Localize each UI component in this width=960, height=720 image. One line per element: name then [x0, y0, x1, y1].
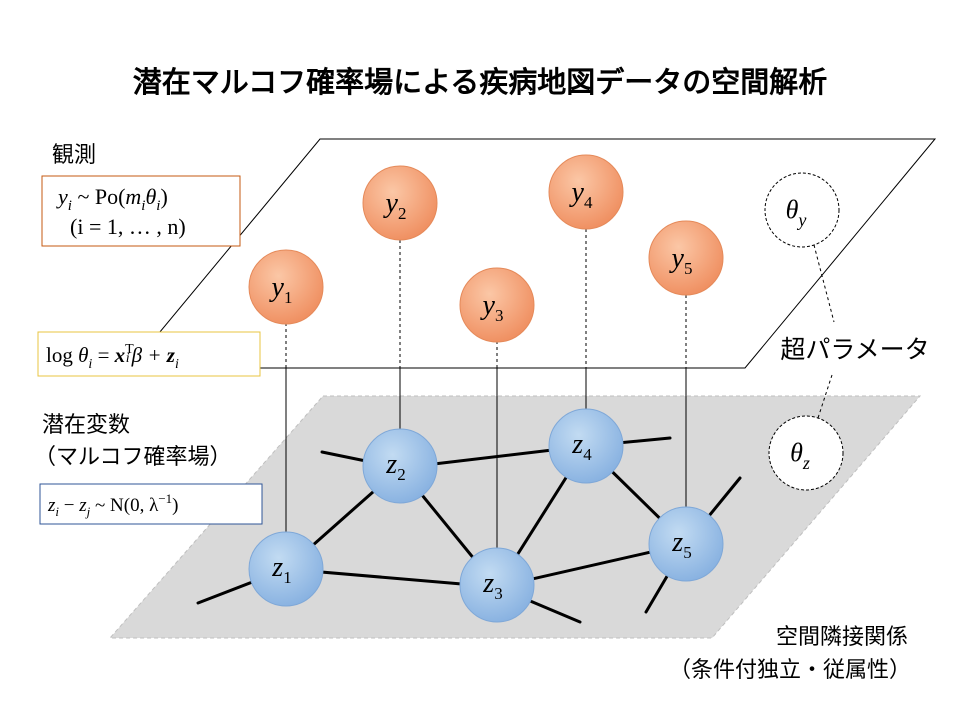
observation-dashed-links — [285, 229, 687, 368]
hyperparameter-dashed-connector — [813, 244, 835, 323]
observed-node-y4: y4 — [548, 154, 624, 230]
hyperparameter-dashed-connector-lower — [817, 374, 833, 419]
theta-z-node: θz — [768, 415, 844, 491]
latent-prior-box — [39, 483, 263, 525]
svg-text:z1: z1 — [271, 552, 291, 587]
theta-y-node: θy — [764, 172, 840, 248]
observed-node-y3: y3 — [459, 267, 535, 343]
latent-node-z1: z1 — [248, 531, 324, 607]
svg-text:y5: y5 — [669, 243, 693, 278]
observation-model-line1: yi ~ Po(miθi) — [56, 184, 168, 214]
svg-text:θy: θy — [786, 195, 807, 230]
observation-plane — [128, 138, 937, 369]
diagram-title: 潜在マルコフ確率場による疾病地図データの空間解析 — [133, 65, 828, 99]
svg-text:z5: z5 — [671, 527, 691, 562]
latent-node-z2: z2 — [362, 428, 438, 504]
spatial-label-line2: （条件付独立・従属性） — [669, 658, 911, 683]
hyperparameter-label: 超パラメータ — [780, 335, 929, 364]
observation-model-line2: (i = 1, … , n) — [70, 214, 186, 239]
observation-model-box — [41, 175, 241, 247]
svg-text:z3: z3 — [482, 568, 502, 603]
svg-text:θz: θz — [790, 438, 810, 473]
svg-text:y2: y2 — [383, 188, 407, 223]
latent-label-line2: （マルコフ確率場） — [34, 445, 232, 470]
svg-text:z2: z2 — [385, 449, 405, 484]
latent-label-line1: 潜在変数 — [42, 413, 130, 438]
latent-solid-links — [285, 368, 687, 550]
svg-text:z4: z4 — [571, 429, 592, 464]
latent-node-z3: z3 — [459, 547, 535, 623]
link-function-box — [37, 331, 261, 377]
observation-label: 観測 — [52, 143, 96, 168]
observed-node-y2: y2 — [362, 165, 438, 241]
latent-node-z4: z4 — [548, 408, 624, 484]
latent-prior-formula: zi − zj ~ N(0, λ−1) — [47, 491, 179, 519]
svg-text:y1: y1 — [269, 272, 293, 307]
latent-node-z5: z5 — [648, 506, 724, 582]
svg-text:y3: y3 — [480, 290, 504, 325]
observed-node-y5: y5 — [648, 220, 724, 296]
spatial-label-line1: 空間隣接関係 — [776, 625, 908, 650]
observed-node-y1: y1 — [248, 249, 324, 325]
svg-text:y4: y4 — [569, 177, 593, 212]
